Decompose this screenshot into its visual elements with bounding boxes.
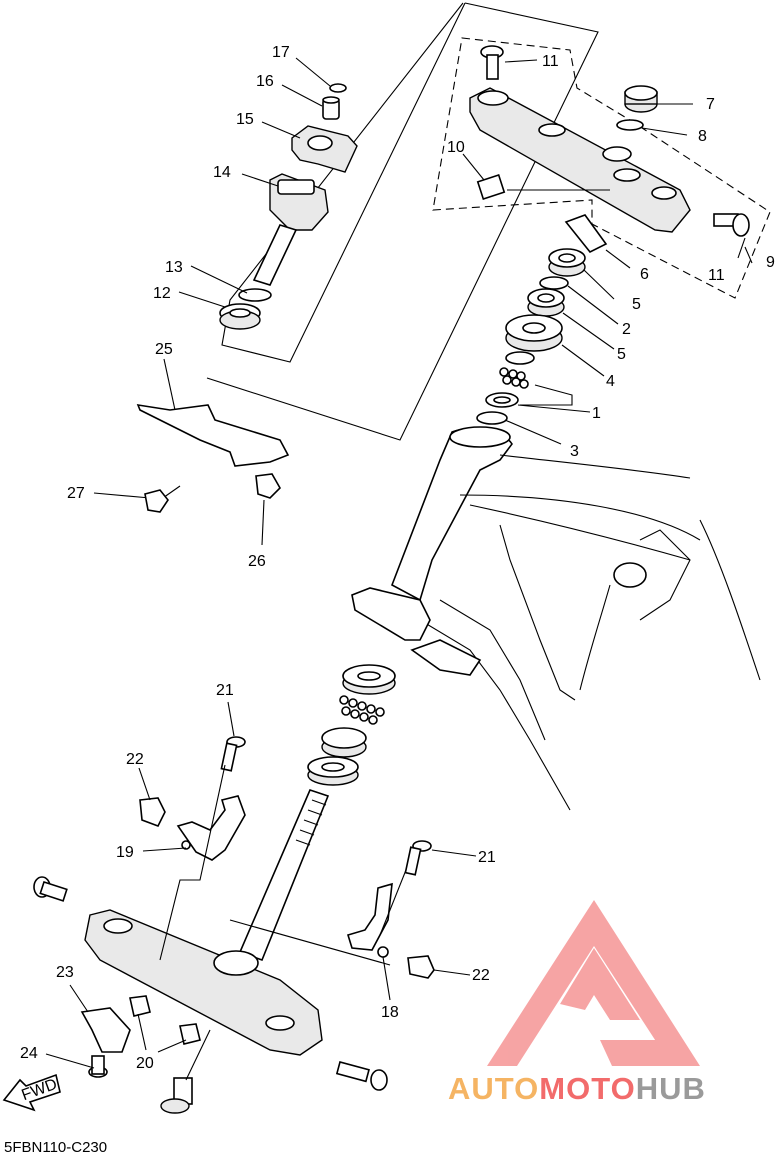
callout-1: 1 [592,405,601,422]
callout-21-left: 21 [216,682,234,699]
bearing-1-upper [485,351,535,408]
seal-3 [476,411,508,425]
callout-11-top: 11 [542,53,559,70]
callout-11-side: 11 [708,267,725,284]
damper-12 [219,303,261,330]
callout-22-left: 22 [126,751,144,768]
callout-5-upper: 5 [632,296,641,313]
callout-27: 27 [67,485,85,502]
plate-10 [476,174,506,200]
bolt-24 [88,1055,108,1078]
bolt-21-left [220,736,246,772]
bracket-25 [136,403,290,467]
ring-nut-5-upper [548,248,586,277]
callout-3: 3 [570,443,579,460]
washer-13 [238,288,272,302]
frame-head-pipe [351,426,761,811]
steering-stem [238,789,330,962]
callout-6: 6 [640,266,649,283]
logo-text-moto: MOTO [539,1071,636,1106]
upper-bracket-group-outline [206,2,771,441]
callout-12: 12 [153,285,171,302]
callout-17: 17 [272,44,290,61]
clamp-22-right [407,955,435,979]
clip-26 [255,473,281,499]
lower-holder-14 [252,173,329,286]
callout-26: 26 [248,553,266,570]
clamp-22-left [139,797,166,828]
lower-bracket-bolt-left [33,876,68,902]
callout-4: 4 [606,373,615,390]
callout-7: 7 [706,96,715,113]
callout-19: 19 [116,844,134,861]
bolt-11-side [713,213,750,237]
stay-18 [346,882,393,958]
callout-24: 24 [20,1045,38,1062]
automotohub-logo-mark [487,900,700,1066]
stem-cap-bottom [160,1077,193,1114]
ring-nut-5-lower [527,288,565,317]
handlebar-holder-outline [221,2,466,363]
leader-lines [45,57,753,1069]
diagram-code: 5FBN110-C230 [4,1139,108,1156]
nut-27 [144,489,169,513]
holder-23 [80,1007,131,1053]
callout-20: 20 [136,1055,154,1072]
lower-bearing-balls [339,695,385,725]
callout-13: 13 [165,259,183,276]
lower-bearing-race [342,664,396,695]
lower-bracket [84,909,323,1056]
washer-6 [564,214,608,254]
lower-bracket-bolt-right [335,1061,388,1091]
callout-10: 10 [447,139,465,156]
cap-17 [329,83,347,93]
collars-20 [129,995,201,1045]
callout-23: 23 [56,964,74,981]
callout-14: 14 [213,164,231,181]
bolt-16 [322,96,340,120]
bolt-11-top [480,45,504,80]
fwd-label: FWD [19,1076,59,1104]
upper-holder-15 [291,125,358,173]
callout-9: 9 [766,254,775,271]
callout-25: 25 [155,341,173,358]
callout-15: 15 [236,111,254,128]
callout-5-lower: 5 [617,346,626,363]
bolt-21-right [404,840,432,876]
callout-8: 8 [698,128,707,145]
logo-text-auto: AUTO [448,1071,540,1106]
washer-8 [616,119,644,131]
callout-18: 18 [381,1004,399,1021]
upper-bracket-9 [469,87,691,233]
lower-seal [307,756,359,786]
callout-22-right: 22 [472,967,490,984]
logo-text-hub: HUB [635,1071,706,1106]
callout-16: 16 [256,73,274,90]
cover-4 [505,314,563,352]
callout-2: 2 [622,321,631,338]
callout-21-right: 21 [478,849,496,866]
washer-2 [539,276,569,290]
lower-inner-race [321,727,367,758]
automotohub-logo-text: AUTOMOTOHUB [448,1071,706,1107]
callout-labels: 17 16 15 14 13 12 25 27 26 11 10 7 8 9 1… [20,44,775,1072]
cap-nut-7 [624,85,658,113]
fwd-arrow: FWD [2,1073,61,1112]
